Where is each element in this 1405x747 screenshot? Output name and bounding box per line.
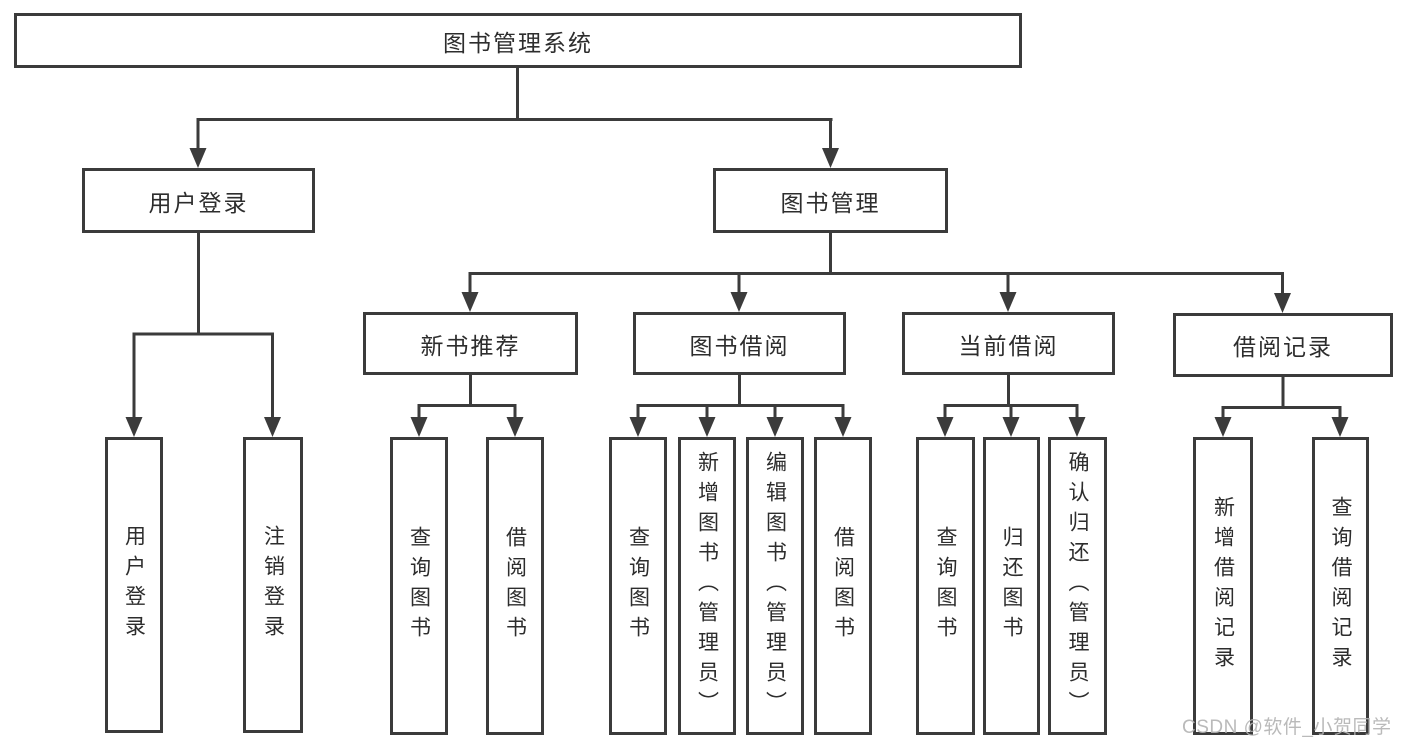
- leaf-query-books-rec: 查询图书: [390, 437, 448, 735]
- node-user-login: 用户登录: [82, 168, 315, 233]
- watermark: CSDN @软件_小贺同学: [1182, 717, 1392, 738]
- leaf-confirm-return-admin: 确认归还（管理员）: [1048, 437, 1107, 735]
- leaf-add-borrow-record: 新增借阅记录: [1193, 437, 1253, 735]
- leaf-query-books-borrow: 查询图书: [609, 437, 667, 735]
- node-book-mgmt: 图书管理: [713, 168, 948, 233]
- node-borrow-records: 借阅记录: [1173, 313, 1393, 377]
- leaf-borrow-books-rec: 借阅图书: [486, 437, 544, 735]
- leaf-user-login: 用户登录: [105, 437, 163, 733]
- node-root: 图书管理系统: [14, 13, 1022, 68]
- node-current-borrow: 当前借阅: [902, 312, 1115, 375]
- leaf-add-books-admin: 新增图书（管理员）: [678, 437, 736, 735]
- node-book-borrow: 图书借阅: [633, 312, 846, 375]
- leaf-query-books-current: 查询图书: [916, 437, 975, 735]
- leaf-return-books: 归还图书: [983, 437, 1040, 735]
- leaf-query-borrow-record: 查询借阅记录: [1312, 437, 1369, 735]
- node-new-book-rec: 新书推荐: [363, 312, 578, 375]
- leaf-logout-login: 注销登录: [243, 437, 303, 733]
- leaf-borrow-books-borrow: 借阅图书: [814, 437, 872, 735]
- leaf-edit-books-admin: 编辑图书（管理员）: [746, 437, 804, 735]
